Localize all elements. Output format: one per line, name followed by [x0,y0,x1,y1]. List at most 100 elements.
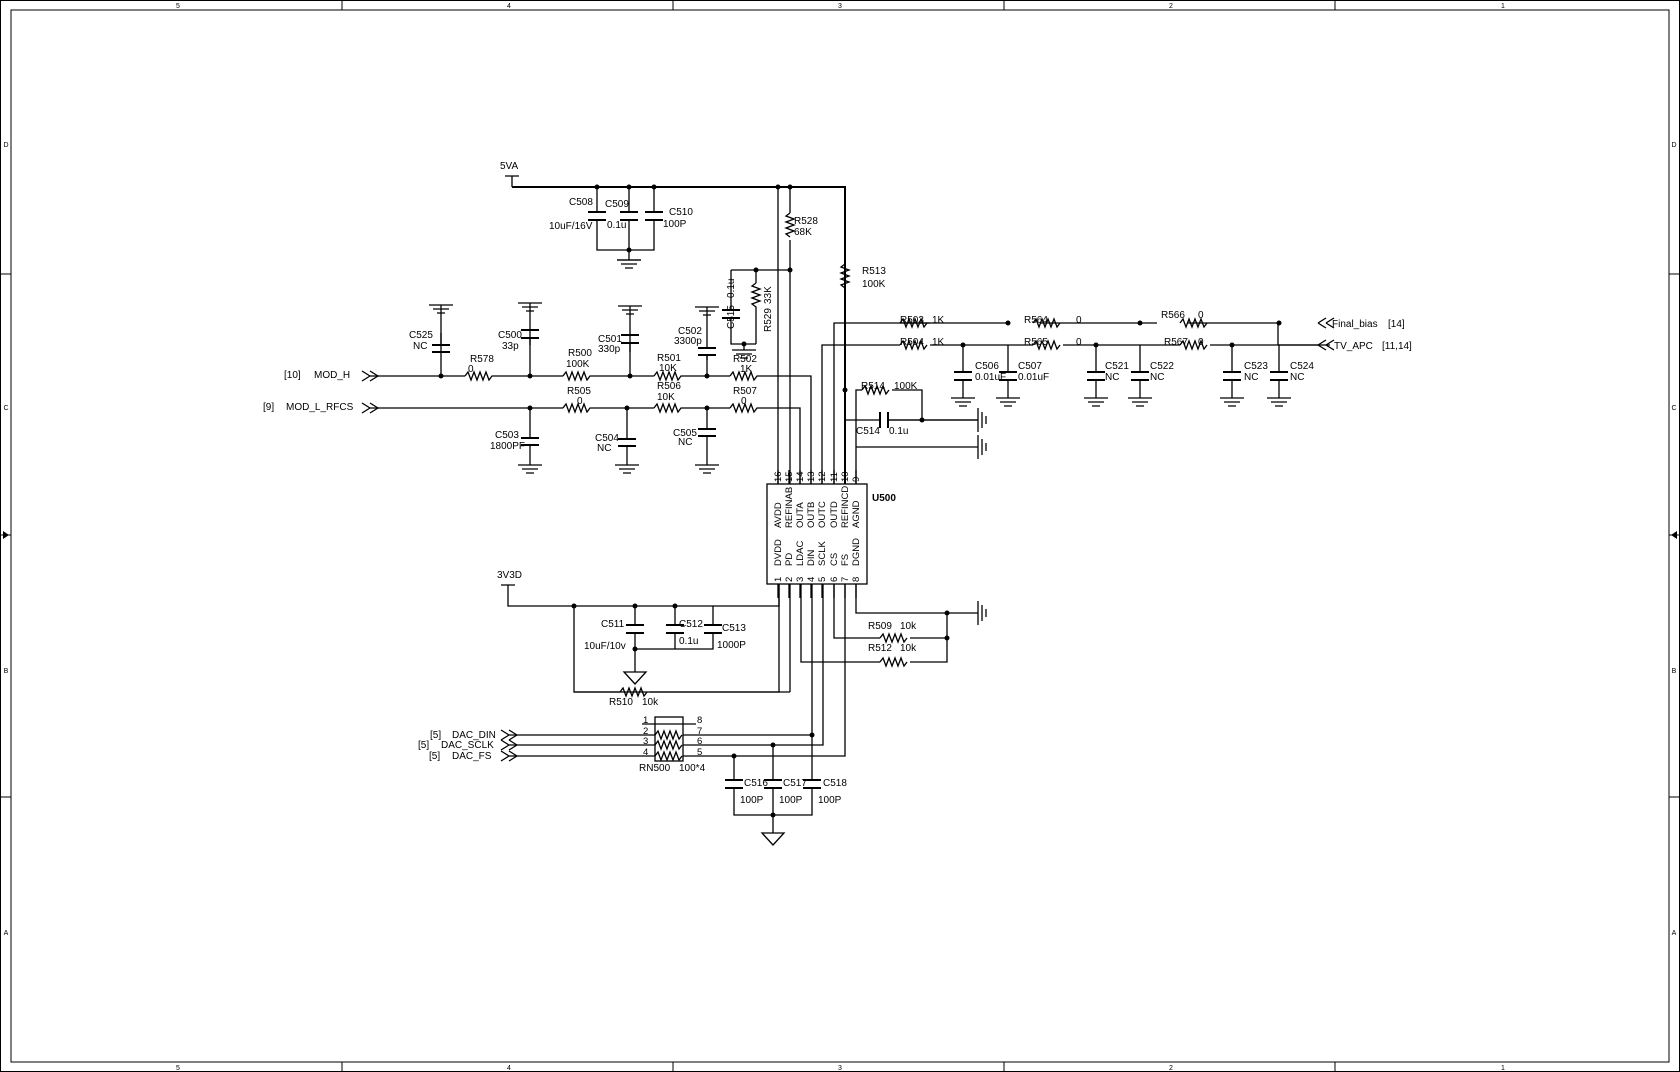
c505-value: NC [678,437,692,448]
r507-ref: R507 [733,386,757,397]
c523-value: NC [1244,372,1258,383]
c503-value: 1800PF [490,441,525,452]
port-dac-din: DAC_DIN [452,730,496,741]
r513-value: 100K [862,279,886,290]
c522-value: NC [1150,372,1164,383]
r501-value: 10K [659,363,677,374]
frame-col-label: 5 [176,3,180,10]
ic-pin-name: AVDD [773,502,784,528]
c505-ref: C505 [673,428,697,439]
rn500-ref: RN500 [639,763,671,774]
port-ref-dac-fs: [5] [429,751,440,762]
c507-value: 0.01uF [1018,372,1049,383]
r506-ref: R506 [657,381,681,392]
port-mod-l-rfcs: MOD_L_RFCS [286,402,354,413]
port-ref-final-bias: [14] [1388,319,1405,330]
c514-ref: C514 [856,426,880,437]
port-final-bias: Final_bias [1332,319,1378,330]
center-arrow-left [3,531,9,539]
frame-col-label: 4 [507,3,511,10]
r513-ref: R513 [862,266,886,277]
r504-value: 1K [932,337,945,348]
r502-value: 1K [740,364,753,375]
c509-value: 0.1u [607,220,626,231]
c506-value: 0.01uF [975,372,1006,383]
c510-ref: C510 [669,207,693,218]
ic-u500: U500 [766,483,896,585]
c503-ref: C503 [495,430,519,441]
port-mod-h: MOD_H [314,370,350,381]
c524-ref: C524 [1290,361,1314,372]
c508-ref: C508 [569,197,593,208]
r566-value: 0 [1198,310,1204,321]
r578-ref: R578 [470,354,494,365]
capacitors [432,211,1288,789]
c508-value: 10uF/16V [549,221,593,232]
ic-pin-number: 5 [817,577,828,582]
r565-value: 0 [1076,337,1082,348]
frame-col-label: 1 [1501,3,1505,10]
frame-row-label: C [1671,405,1676,412]
rn500-pin-number: 2 [643,726,648,737]
c501-value: 330p [598,344,621,355]
c509-ref: C509 [605,199,629,210]
c517-ref: C517 [783,778,807,789]
r504-ref: R504 [900,337,924,348]
c517-value: 100P [779,795,803,806]
power-5va-symbol: 5VA [500,161,519,187]
r566-ref: R566 [1161,310,1185,321]
power-3v3d-symbol: 3V3D [497,570,522,593]
rn500-pin-number: 6 [697,736,702,747]
c504-value: NC [597,443,611,454]
r505-ref: R505 [567,386,591,397]
rn500-pin-number: 4 [643,747,648,758]
port-ref-mod-h: [10] [284,370,301,381]
r528-value: 68K [794,227,812,238]
r505-value: 0 [577,396,583,407]
c512-value: 0.1u [679,636,698,647]
ic-pin-number: 1 [773,577,784,582]
r510-ref: R510 [609,697,633,708]
port-tv-apc: TV_APC [1334,341,1373,352]
rn500-pin-number: 3 [643,736,648,747]
c521-ref: C521 [1105,361,1129,372]
c518-value: 100P [818,795,842,806]
power-label-5va: 5VA [500,161,518,172]
port-dac-fs: DAC_FS [452,751,492,762]
r567-value: 0 [1198,337,1204,348]
frame-row-label: D [3,142,8,149]
r529-value: 33K [763,286,774,304]
c525-ref: C525 [409,330,433,341]
ic-pin-name: OUTD [829,501,840,528]
c510-value: 100P [663,219,687,230]
r506-value: 10K [657,392,675,403]
frame-row-label: B [4,668,9,675]
frame-col-label: 4 [507,1065,511,1072]
r512-value: 10k [900,643,917,654]
ic-ref-u500: U500 [872,493,896,504]
ic-pin-name: DVDD [773,539,784,566]
r502-ref: R502 [733,354,757,365]
ic-pin-number: 4 [806,577,817,582]
power-label-3v3d: 3V3D [497,570,522,581]
r509-ref: R509 [868,621,892,632]
center-arrow-right [1671,531,1677,539]
ic-pin-name: OUTB [806,502,817,528]
c515-ref: C515 [726,305,737,329]
c513-value: 1000P [717,640,746,651]
c515-value: 0.1u [726,279,737,298]
c500-value: 33p [502,341,519,352]
ic-pin-name: DGND [851,538,862,566]
c521-value: NC [1105,372,1119,383]
c500-ref: C500 [498,330,522,341]
r512-ref: R512 [868,643,892,654]
cap-leads [440,316,1280,457]
port-dac-sclk: DAC_SCLK [441,740,494,751]
ic-pin-name: FS [840,554,851,566]
r564-value: 0 [1076,315,1082,326]
port-ref-dac-sclk: [5] [418,740,429,751]
c507-ref: C507 [1018,361,1042,372]
r514-ref: R514 [861,381,885,392]
frame-col-label: 1 [1501,1065,1505,1072]
